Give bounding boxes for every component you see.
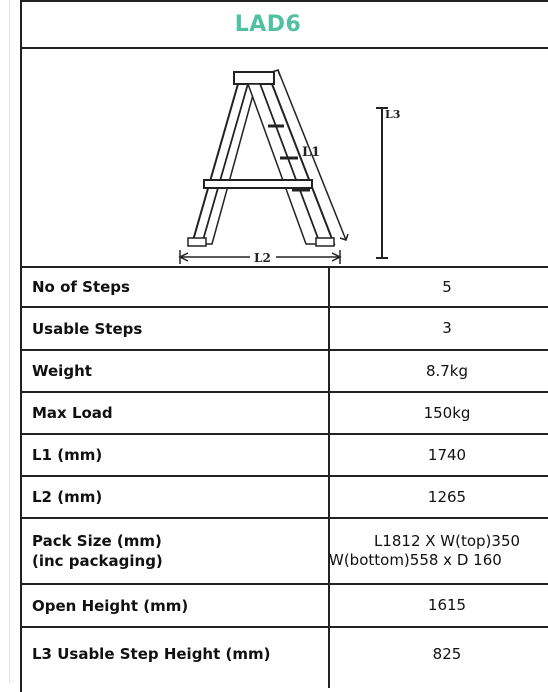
spec-value: 1265 bbox=[427, 487, 467, 506]
ladder-foot-left bbox=[187, 237, 207, 247]
spec-value: L1812 X W(top)350 W(bottom)558 x D 160 bbox=[329, 519, 548, 583]
spec-value-line: W(bottom)558 x D 160 bbox=[329, 551, 502, 569]
l1-arrow-top bbox=[271, 69, 281, 77]
product-title-row: LAD6 bbox=[22, 2, 548, 49]
spec-value: 1615 bbox=[427, 596, 467, 614]
spec-label: L3 Usable Step Height (mm) bbox=[32, 645, 271, 663]
spec-label: Pack Size (mm) (inc packaging) bbox=[32, 519, 163, 583]
spec-row: L2 (mm) 1265 bbox=[22, 477, 548, 519]
l3-label: L3 bbox=[385, 108, 400, 121]
spec-label: Weight bbox=[32, 362, 92, 380]
spec-row: L3 Usable Step Height (mm) 825 bbox=[22, 628, 548, 690]
l1-dimension-line bbox=[277, 69, 347, 241]
spec-label: No of Steps bbox=[32, 278, 130, 296]
spec-value: 1740 bbox=[427, 445, 467, 464]
spec-value: 150kg bbox=[423, 403, 471, 422]
spec-label-line: Pack Size (mm) bbox=[32, 532, 162, 550]
l2-arrow-right bbox=[331, 252, 342, 262]
spec-label: L1 (mm) bbox=[32, 446, 103, 464]
spec-label: Max Load bbox=[32, 404, 113, 422]
ladder-left-rail-back bbox=[201, 83, 257, 245]
ladder-drawing: L1 L2 L3 bbox=[178, 69, 400, 265]
spec-row: Weight 8.7kg bbox=[22, 351, 548, 393]
page-left-rule bbox=[9, 0, 10, 683]
spec-label: L2 (mm) bbox=[32, 488, 103, 506]
l2-label: L2 bbox=[254, 251, 271, 265]
spec-table-frame bbox=[20, 0, 548, 692]
spec-row: Usable Steps 3 bbox=[22, 308, 548, 351]
l1-arrow-bottom bbox=[339, 233, 349, 241]
column-divider bbox=[328, 268, 330, 688]
product-title: LAD6 bbox=[234, 12, 302, 37]
spec-row: L1 (mm) 1740 bbox=[22, 435, 548, 477]
ladder-diagram: L1 L2 L3 bbox=[22, 48, 548, 268]
spec-value-line: L1812 X W(top)350 bbox=[373, 532, 521, 550]
spec-label: Open Height (mm) bbox=[32, 596, 189, 615]
l1-label: L1 bbox=[302, 145, 320, 160]
ladder-right-rail-inner bbox=[246, 83, 322, 245]
spec-row: Open Height (mm) 1615 bbox=[22, 585, 548, 628]
spec-value: 825 bbox=[432, 644, 462, 663]
spec-label: Usable Steps bbox=[32, 319, 143, 338]
spec-value: 5 bbox=[442, 277, 452, 296]
spec-label-line: (inc packaging) bbox=[32, 552, 163, 570]
ladder-platform bbox=[203, 179, 313, 189]
ladder-left-rail-front bbox=[190, 83, 250, 245]
spec-row: No of Steps 5 bbox=[22, 268, 548, 308]
l2-label-bg bbox=[250, 250, 276, 264]
spec-row: Max Load 150kg bbox=[22, 393, 548, 435]
ladder-foot-right bbox=[315, 237, 335, 247]
spec-value: 3 bbox=[442, 319, 452, 337]
l2-arrow-left bbox=[178, 252, 189, 262]
ladder-top-cap bbox=[233, 71, 275, 85]
spec-row: Pack Size (mm) (inc packaging) L1812 X W… bbox=[22, 519, 548, 585]
spec-value: 8.7kg bbox=[425, 361, 469, 380]
